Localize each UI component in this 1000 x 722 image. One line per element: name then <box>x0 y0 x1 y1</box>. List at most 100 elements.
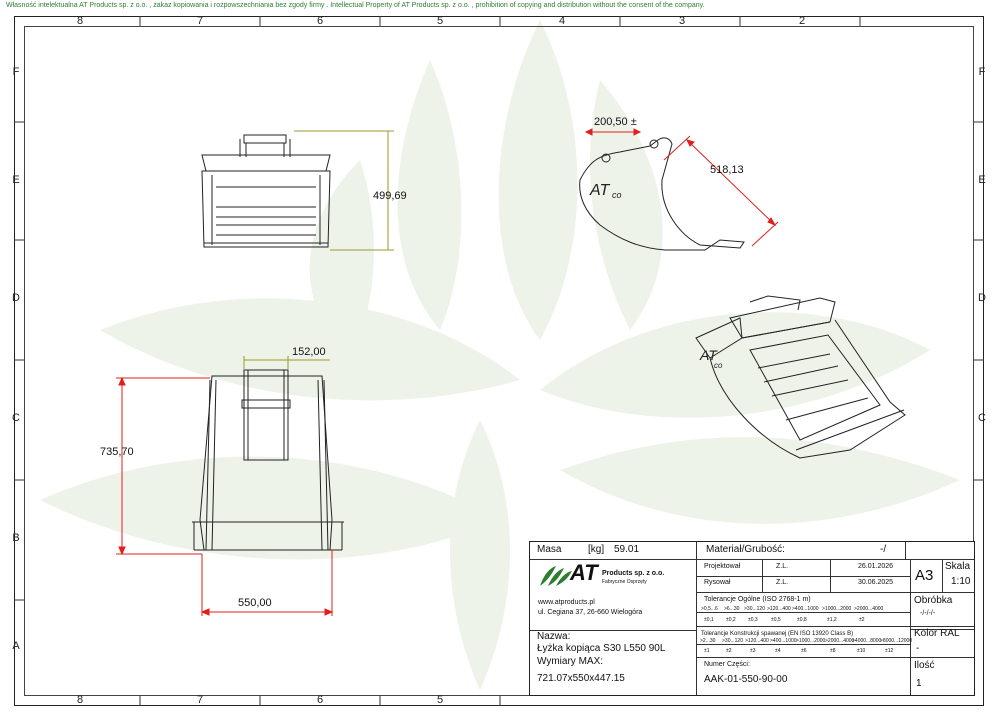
dimension-front-height: 499,69 <box>373 190 407 202</box>
column-label: 5 <box>436 15 444 27</box>
projektowal-name: Z.L. <box>776 563 789 570</box>
numer-label: Numer Części: <box>704 661 750 668</box>
tol-value: ±2 <box>726 648 732 654</box>
tol-value: ±0,5 <box>771 617 781 623</box>
company-tag: Fabryczne Osprzęty <box>602 579 647 585</box>
rysowal-date: 30.06.2025 <box>858 579 894 586</box>
dimension-side-top: 200,50 ± <box>594 116 637 128</box>
tol-value: ±0,8 <box>797 617 807 623</box>
tol-range: >8000...12000 <box>880 638 913 644</box>
svg-text:co: co <box>612 190 622 200</box>
tol-value: ±10 <box>857 648 866 654</box>
front-view-drawing <box>201 130 394 251</box>
tol-range: >400...1000 <box>770 638 797 644</box>
column-label: 2 <box>798 15 806 27</box>
tol-range: >120...400 <box>767 606 791 612</box>
company-address: ul. Cegiana 37, 26-660 Wielogóra <box>538 609 643 616</box>
column-label: 3 <box>678 15 686 27</box>
tol-value: ±3 <box>750 648 756 654</box>
column-label: 4 <box>558 15 566 27</box>
row-label: B <box>12 532 20 544</box>
obrobka-value: -/-/-/- <box>920 610 936 617</box>
skala-label: Skala <box>945 561 971 572</box>
top-view-drawing <box>116 356 344 616</box>
nazwa-label: Nazwa: <box>537 631 571 642</box>
row-label: F <box>12 66 20 78</box>
drawing-outer-frame <box>14 16 984 706</box>
tol-range: >1000...2000 <box>796 638 826 644</box>
company-sub: Products sp. z o.o. <box>602 570 665 577</box>
row-label: E <box>12 174 20 186</box>
company-logo-icon <box>540 566 572 586</box>
column-label: 8 <box>76 694 84 706</box>
row-label: C <box>978 412 986 424</box>
side-view-drawing: AT co <box>579 128 779 251</box>
drawing-inner-frame <box>24 26 974 696</box>
column-label: 7 <box>196 15 204 27</box>
tol-range: >2000...4000 <box>825 638 855 644</box>
title-block: Masa [kg] 59.01 Materiał/Grubość: -/ AT … <box>529 541 975 696</box>
tol-value: ±0,2 <box>726 617 736 623</box>
masa-value: 59.01 <box>614 544 640 555</box>
row-label: E <box>978 174 986 186</box>
material-label: Materiał/Grubość: <box>706 544 785 555</box>
copyright-notice: Własność intelektualna AT Products sp. z… <box>6 2 705 9</box>
tol-range: >2000...4000 <box>854 606 884 612</box>
rysowal-name: Z.L. <box>776 579 789 586</box>
ilosc-label: Ilość <box>914 660 935 671</box>
tol-range: >4000...8000 <box>852 638 882 644</box>
wymiary-value: 721.07x550x447.15 <box>537 673 625 684</box>
kolor-value: - <box>916 643 920 654</box>
row-label: F <box>978 66 986 78</box>
nazwa-value: Łyżka kopiąca S30 L550 90L <box>537 643 666 654</box>
svg-text:co: co <box>714 361 723 370</box>
tol-range: >0,5...6 <box>701 606 718 612</box>
rysowal-label: Rysował <box>704 579 731 586</box>
ilosc-value: 1 <box>916 678 922 689</box>
column-label: 6 <box>316 15 324 27</box>
tolerance-general-title: Tolerancje Ogólne (ISO 2768-1 m) <box>704 596 811 603</box>
column-label: 5 <box>436 694 444 706</box>
tol-value: ±0,1 <box>704 617 714 623</box>
tolerance-weld-title: Tolerancje Konstrukcji spawanej (EN ISO … <box>701 631 854 637</box>
tol-range: >120...400 <box>745 638 769 644</box>
dimension-side-diagonal: 518,13 <box>710 164 744 176</box>
dimension-top-small-width: 152,00 <box>292 346 326 358</box>
row-label: C <box>12 412 20 424</box>
tol-range: >30...120 <box>722 638 743 644</box>
material-value: -/ <box>880 544 887 555</box>
dimension-top-height: 735,70 <box>100 446 134 458</box>
dimension-top-width: 550,00 <box>238 597 272 609</box>
tol-value: ±6 <box>801 648 807 654</box>
tol-range: >6...30 <box>724 606 740 612</box>
skala-value: 1:10 <box>951 576 971 587</box>
obrobka-label: Obróbka <box>914 595 953 606</box>
tol-range: >30...120 <box>744 606 765 612</box>
company-logo-text: AT <box>570 560 598 585</box>
kolor-label: Kolor RAL <box>914 628 960 639</box>
numer-value: AAK-01-550-90-00 <box>704 674 788 685</box>
isometric-view-drawing: AT co <box>695 295 906 459</box>
tol-range: >2...30 <box>700 638 716 644</box>
tol-range: >400...1000 <box>792 606 819 612</box>
tol-value: ±0,3 <box>748 617 758 623</box>
masa-label: Masa <box>537 544 562 555</box>
row-label: D <box>978 292 986 304</box>
tol-value: ±8 <box>830 648 836 654</box>
tol-range: >1000...2000 <box>822 606 852 612</box>
row-label: A <box>12 640 20 652</box>
column-label: 7 <box>196 694 204 706</box>
row-label: D <box>12 292 20 304</box>
tol-value: ±1 <box>704 648 710 654</box>
tol-value: ±2 <box>859 617 865 623</box>
svg-text:AT: AT <box>589 182 610 199</box>
tol-value: ±4 <box>775 648 781 654</box>
column-label: 6 <box>316 694 324 706</box>
masa-unit: [kg] <box>588 544 605 555</box>
projektowal-label: Projektował <box>704 563 741 570</box>
wymiary-label: Wymiary MAX: <box>537 656 604 667</box>
svg-text:AT: AT <box>699 347 718 363</box>
column-label: 8 <box>76 15 84 27</box>
